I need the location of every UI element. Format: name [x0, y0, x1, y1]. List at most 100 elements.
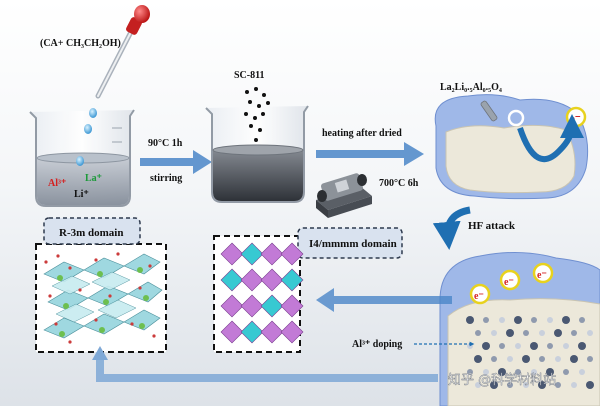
- r3m-label-box: [43, 217, 141, 245]
- i4-label-box: [297, 227, 403, 259]
- lattice-atom: [522, 355, 530, 363]
- lattice-atom: [546, 368, 554, 376]
- lattice-atom: [514, 316, 522, 324]
- octahedron: [240, 320, 264, 344]
- hf-attack-label: HF attack: [468, 220, 516, 232]
- lattice-atom: [563, 343, 569, 349]
- octahedron: [260, 294, 284, 318]
- lattice-atom: [475, 382, 481, 388]
- lattice-atom: [507, 356, 513, 362]
- formula-label: La₂Li₀.₅Al₀.₅O₄: [440, 82, 502, 93]
- lattice-atom: [587, 330, 593, 336]
- lattice-atom: [538, 381, 546, 389]
- lattice-atom: [466, 316, 474, 324]
- rod-icon: [480, 100, 498, 122]
- lattice-atom: [475, 330, 481, 336]
- reagents-label: (CA+ CH₃CH₂OH): [40, 38, 121, 49]
- lattice-atom: [531, 369, 537, 375]
- lattice-atom: [531, 317, 537, 323]
- additive-label: SC-811: [234, 70, 265, 81]
- particle-bottom: [439, 251, 600, 406]
- lattice-atom: [555, 356, 561, 362]
- curved-arrow-electron: [517, 114, 584, 163]
- bottom-lattice: [466, 316, 594, 389]
- lattice-atom: [547, 317, 553, 323]
- heating-label: heating after dried: [322, 128, 402, 139]
- octahedron: [260, 268, 284, 292]
- lattice-atom: [554, 329, 562, 337]
- particle-top: [434, 94, 589, 200]
- r3m-domain-label: R-3m domain: [59, 227, 123, 239]
- stirring-label: stirring: [150, 173, 182, 184]
- condition-90c-label: 90°C 1h: [148, 138, 183, 149]
- lattice-atom: [483, 317, 489, 323]
- condition-700c-label: 700°C 6h: [379, 178, 419, 189]
- electron-label-1: e⁻: [474, 291, 484, 302]
- octahedron: [280, 320, 304, 344]
- octahedron: [240, 242, 264, 266]
- octahedron: [220, 268, 244, 292]
- octahedron: [280, 268, 304, 292]
- hf-attack-arrow: [432, 206, 471, 250]
- arrow-to-i4: [316, 288, 452, 312]
- lattice-atom: [474, 355, 482, 363]
- electron-circle-1: [469, 283, 491, 305]
- lattice-atom: [539, 330, 545, 336]
- octahedron: [280, 242, 304, 266]
- octahedron: [280, 294, 304, 318]
- ion-la-label: La⁺: [85, 173, 102, 184]
- ion-al-label: Al³⁺: [48, 178, 66, 189]
- lattice-atom: [506, 329, 514, 337]
- octahedron: [260, 320, 284, 344]
- lattice-atom: [507, 382, 513, 388]
- i4-octahedra-structure: [220, 242, 304, 344]
- arrow-step2: [316, 142, 424, 166]
- octahedron: [220, 320, 244, 344]
- lattice-atom: [571, 382, 577, 388]
- lattice-atom: [483, 369, 489, 375]
- lattice-atom: [539, 356, 545, 362]
- octahedron: [240, 268, 264, 292]
- octahedron: [220, 242, 244, 266]
- sc811-particles: [244, 87, 270, 142]
- beaker-gel: [205, 105, 309, 203]
- arrow-loop-to-r3m: [92, 346, 438, 382]
- arrow-step1: [140, 150, 212, 174]
- lattice-atom: [579, 317, 585, 323]
- lattice-atom: [586, 381, 594, 389]
- watermark: 知乎 @科学材料站: [448, 372, 556, 388]
- electron-label-3: e⁻: [537, 270, 547, 281]
- lattice-atom: [570, 355, 578, 363]
- lattice-atom: [515, 343, 521, 349]
- lattice-atom: [563, 369, 569, 375]
- al-doping-label: Al³⁺ doping: [352, 339, 402, 350]
- lattice-atom: [562, 316, 570, 324]
- r3m-layered-structure: [43, 252, 163, 344]
- lattice-atom: [578, 342, 586, 350]
- i4-domain-label: I4/mmmm domain: [309, 238, 397, 250]
- lattice-atom: [467, 369, 473, 375]
- lattice-atom: [491, 356, 497, 362]
- lattice-atom: [571, 330, 577, 336]
- electron-circle-3: [532, 262, 554, 284]
- droplets: [76, 108, 97, 166]
- lattice-atom: [491, 330, 497, 336]
- lattice-atom: [547, 343, 553, 349]
- lattice-atom: [530, 342, 538, 350]
- lattice-atom: [555, 382, 561, 388]
- lattice-atom: [523, 382, 529, 388]
- lattice-atom: [482, 342, 490, 350]
- electron-top-label: e⁻: [570, 113, 581, 125]
- lattice-atom: [498, 368, 506, 376]
- tube-furnace-icon: [316, 173, 372, 218]
- electron-circle-2: [499, 269, 521, 291]
- vacancy-circle: [507, 109, 525, 127]
- octahedron: [260, 242, 284, 266]
- octahedron: [220, 294, 244, 318]
- lattice-atom: [515, 369, 521, 375]
- lattice-atom: [499, 343, 505, 349]
- lattice-atom: [490, 381, 498, 389]
- dropper-icon: [95, 5, 150, 99]
- octahedron: [240, 294, 264, 318]
